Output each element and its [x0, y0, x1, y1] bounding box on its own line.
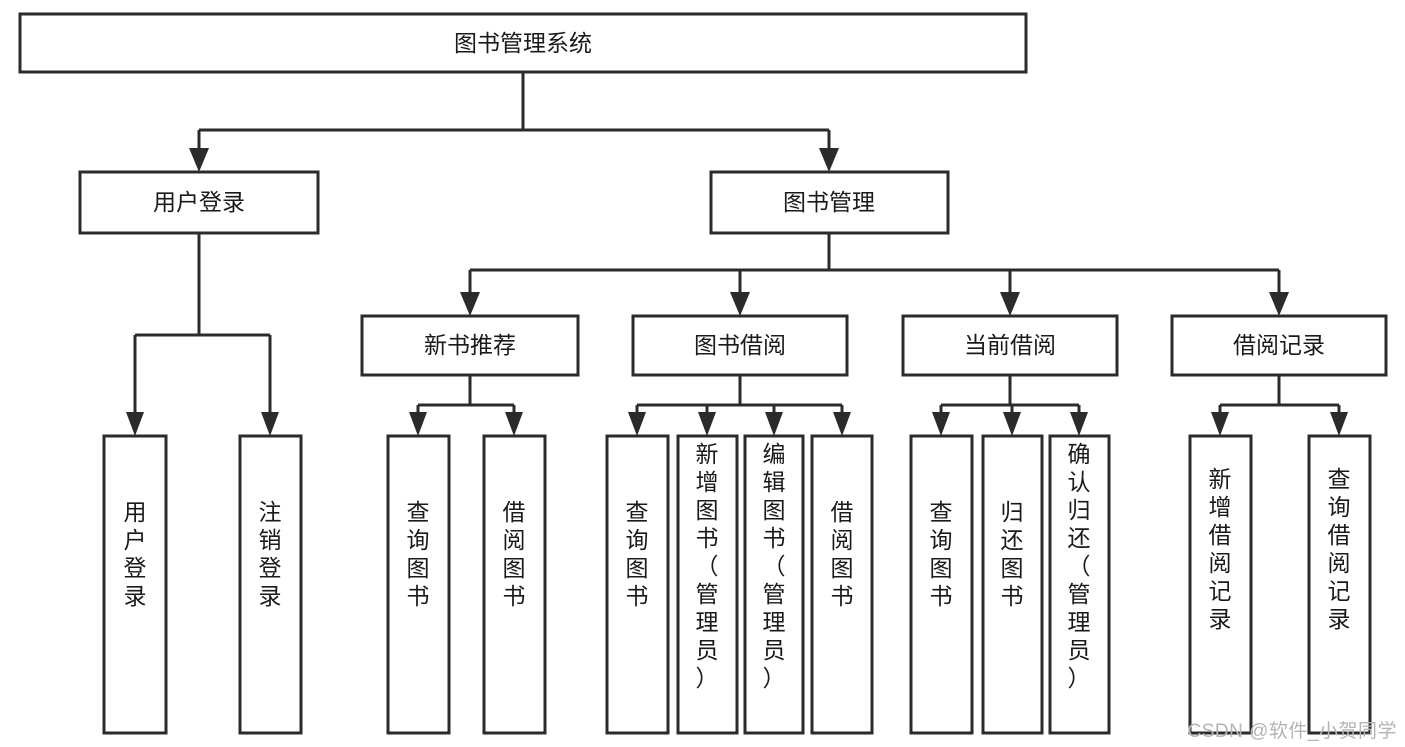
node-leaf-brw-borrow-book-box[interactable] [810, 434, 874, 735]
arrowhead-leaf-brw-edit-book [765, 412, 783, 436]
node-leaf-rec-query-record[interactable]: 查询借阅记录 [1307, 434, 1372, 735]
node-user-login-box[interactable] [78, 170, 320, 235]
node-book-manage-box[interactable] [709, 170, 950, 235]
arrowhead-leaf-brw-query-book [628, 412, 646, 436]
node-leaf-cur-return-book[interactable]: 归还图书 [981, 434, 1044, 735]
node-leaf-brw-add-book-label: 新增图书（管理员） [696, 441, 719, 691]
node-leaf-cur-confirm-return-box[interactable] [1048, 434, 1111, 735]
arrowhead-leaf-cur-return-book [1003, 412, 1021, 436]
arrowhead-leaf-rec-borrow-book [505, 412, 523, 436]
node-leaf-rec-query-book-box[interactable] [386, 434, 451, 735]
node-leaf-cur-query-book[interactable]: 查询图书 [909, 434, 974, 735]
arrowhead-book-manage [819, 148, 839, 172]
arrowhead-leaf-rec-query-book [409, 412, 427, 436]
arrowhead-leaf-rec-query-record [1330, 412, 1348, 436]
node-leaf-brw-edit-book-box[interactable] [743, 434, 805, 735]
node-leaf-rec-borrow-book-label: 借阅图书 [503, 499, 526, 609]
node-user-login-label: 用户登录 [153, 189, 245, 215]
arrowhead-leaf-cur-query-book [932, 412, 950, 436]
node-leaf-rec-add-record-box[interactable] [1188, 434, 1253, 735]
node-leaf-brw-query-book-box[interactable] [605, 434, 670, 735]
node-borrow-record-box[interactable] [1170, 314, 1388, 377]
arrowhead-leaf-cur-confirm-return [1070, 412, 1088, 436]
node-current-borrow[interactable]: 当前借阅 [901, 314, 1119, 377]
node-book-manage-label: 图书管理 [783, 189, 875, 215]
node-book-borrow-box[interactable] [631, 314, 849, 377]
node-leaf-brw-edit-book-label: 编辑图书（管理员） [763, 441, 786, 691]
node-new-book-rec[interactable]: 新书推荐 [360, 314, 580, 377]
node-leaf-brw-borrow-book[interactable]: 借阅图书 [810, 434, 874, 735]
arrowhead-leaf-brw-add-book [698, 412, 716, 436]
node-leaf-rec-add-record[interactable]: 新增借阅记录 [1188, 434, 1253, 735]
node-borrow-record-label: 借阅记录 [1233, 332, 1325, 358]
node-root[interactable]: 图书管理系统 [18, 12, 1028, 74]
node-leaf-user-login[interactable]: 用户登录 [102, 434, 168, 735]
node-leaf-brw-borrow-book-label: 借阅图书 [831, 499, 854, 609]
node-leaf-user-logout-box[interactable] [238, 434, 303, 735]
node-current-borrow-label: 当前借阅 [964, 332, 1056, 358]
node-leaf-brw-query-book-label: 查询图书 [626, 499, 649, 609]
node-new-book-rec-label: 新书推荐 [424, 332, 516, 358]
node-leaf-cur-confirm-return-label: 确认归还（管理员） [1068, 441, 1091, 691]
arrowhead-leaf-rec-add-record [1211, 412, 1229, 436]
node-leaf-user-login-label: 用户登录 [124, 499, 147, 609]
arrowhead-leaf-user-logout [261, 412, 279, 436]
arrowhead-current-borrow [1000, 292, 1020, 316]
node-leaf-cur-confirm-return[interactable]: 确认归还（管理员） [1048, 434, 1111, 735]
arrowhead-leaf-user-login [126, 412, 144, 436]
connector-layer [126, 72, 1348, 436]
node-leaf-user-logout[interactable]: 注销登录 [238, 434, 303, 735]
node-leaf-rec-add-record-label: 新增借阅记录 [1209, 466, 1232, 632]
node-borrow-record[interactable]: 借阅记录 [1170, 314, 1388, 377]
arrowhead-book-borrow [730, 292, 750, 316]
node-root-label: 图书管理系统 [454, 30, 592, 56]
node-leaf-user-login-box[interactable] [102, 434, 168, 735]
node-leaf-rec-query-book-label: 查询图书 [407, 499, 430, 609]
node-leaf-cur-return-book-box[interactable] [981, 434, 1044, 735]
node-root-box[interactable] [18, 12, 1028, 74]
node-leaf-brw-add-book[interactable]: 新增图书（管理员） [676, 434, 739, 735]
node-current-borrow-box[interactable] [901, 314, 1119, 377]
arrowhead-user-login [189, 148, 209, 172]
arrowhead-new-book-rec [460, 292, 480, 316]
node-new-book-rec-box[interactable] [360, 314, 580, 377]
node-leaf-brw-query-book[interactable]: 查询图书 [605, 434, 670, 735]
arrowhead-leaf-brw-borrow-book [833, 412, 851, 436]
node-leaf-cur-query-book-label: 查询图书 [930, 499, 953, 609]
node-leaf-brw-edit-book[interactable]: 编辑图书（管理员） [743, 434, 805, 735]
arrowhead-borrow-record [1269, 292, 1289, 316]
node-leaf-rec-borrow-book-box[interactable] [482, 434, 547, 735]
node-leaf-rec-query-book[interactable]: 查询图书 [386, 434, 451, 735]
node-leaf-cur-return-book-label: 归还图书 [1001, 499, 1024, 609]
node-book-borrow[interactable]: 图书借阅 [631, 314, 849, 377]
node-leaf-user-logout-label: 注销登录 [259, 499, 282, 609]
csdn-watermark: CSDN @软件_小贺同学 [1187, 721, 1397, 742]
node-book-manage[interactable]: 图书管理 [709, 170, 950, 235]
node-leaf-rec-query-record-box[interactable] [1307, 434, 1372, 735]
node-leaf-rec-query-record-label: 查询借阅记录 [1328, 466, 1351, 632]
node-user-login[interactable]: 用户登录 [78, 170, 320, 235]
node-leaf-cur-query-book-box[interactable] [909, 434, 974, 735]
node-leaf-rec-borrow-book[interactable]: 借阅图书 [482, 434, 547, 735]
node-book-borrow-label: 图书借阅 [694, 332, 786, 358]
node-leaf-brw-add-book-box[interactable] [676, 434, 739, 735]
